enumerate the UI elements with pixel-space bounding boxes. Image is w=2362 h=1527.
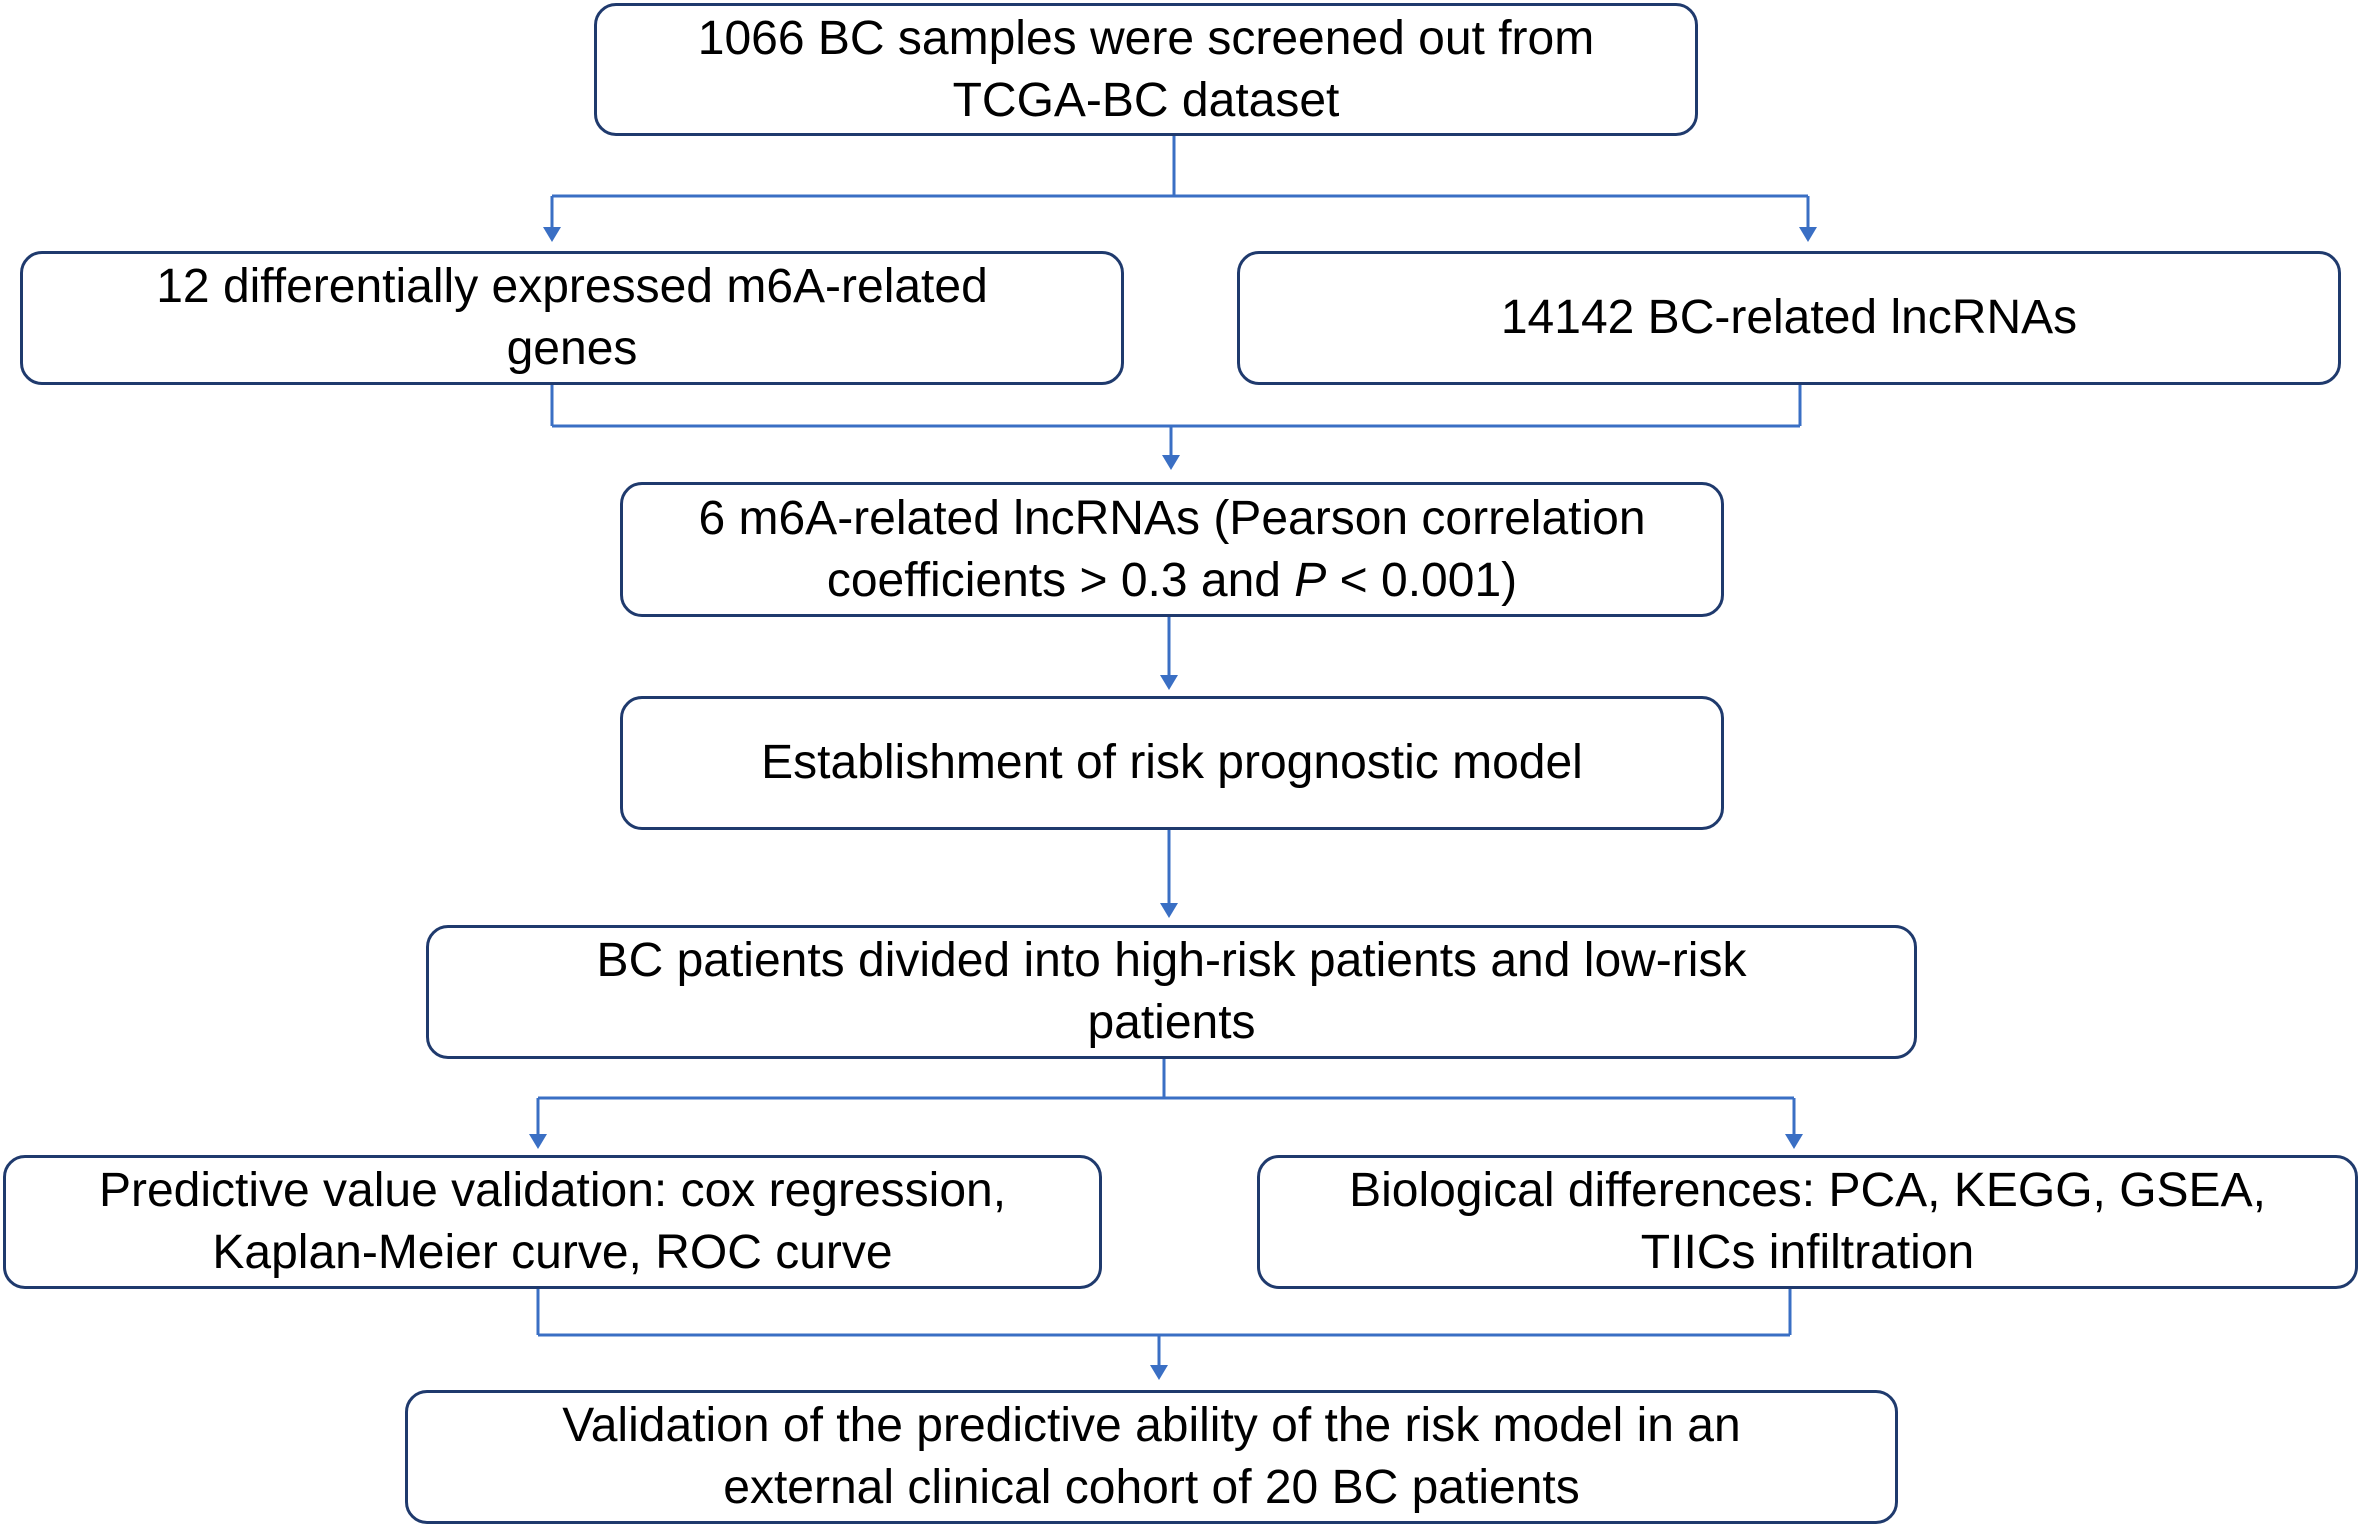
step6b-box: Biological differences: PCA, KEGG, GSEA,… — [1257, 1155, 2358, 1289]
step2a-box: 12 differentially expressed m6A-related … — [20, 251, 1124, 385]
step3-p-symbol: P — [1294, 553, 1327, 607]
step1-box: 1066 BC samples were screened out from T… — [594, 3, 1698, 136]
step3-line2-pre: coefficients > 0.3 and — [826, 553, 1295, 607]
arrowhead-to-step6b — [1785, 1134, 1803, 1149]
step5-line1: BC patients divided into high-risk patie… — [596, 934, 1747, 987]
step2a-line1: 12 differentially expressed m6A-related — [156, 260, 988, 313]
step7-box: Validation of the predictive ability of … — [405, 1390, 1898, 1524]
step6a-box: Predictive value validation: cox regress… — [3, 1155, 1102, 1289]
step3-box: 6 m6A-related lncRNAs (Pearson correlati… — [620, 482, 1724, 617]
step6a-line1: Predictive value validation: cox regress… — [98, 1164, 1007, 1217]
step3-line1: 6 m6A-related lncRNAs (Pearson correlati… — [698, 491, 1646, 545]
step5-box: BC patients divided into high-risk patie… — [426, 925, 1917, 1059]
step5-line2: patients — [1087, 996, 1256, 1049]
arrowhead-to-step2a — [543, 227, 561, 242]
step4-line1: Establishment of risk prognostic model — [761, 736, 1583, 789]
step4-box: Establishment of risk prognostic model — [620, 696, 1724, 830]
arrowhead-to-step4 — [1160, 675, 1178, 690]
step7-line1: Validation of the predictive ability of … — [562, 1399, 1741, 1452]
step2a-line2: genes — [506, 322, 638, 375]
step6b-line2: TIICs infiltration — [1640, 1226, 1975, 1279]
step6b-line1: Biological differences: PCA, KEGG, GSEA, — [1349, 1164, 2266, 1217]
step2b-box: 14142 BC-related lncRNAs — [1237, 251, 2341, 385]
step2b-line1: 14142 BC-related lncRNAs — [1500, 291, 2078, 344]
step6a-line2: Kaplan-Meier curve, ROC curve — [212, 1226, 893, 1279]
arrowhead-to-step7 — [1150, 1365, 1168, 1380]
step1-line1: 1066 BC samples were screened out from — [697, 11, 1595, 65]
arrowhead-to-step2b — [1799, 227, 1817, 242]
arrowhead-to-step6a — [529, 1134, 547, 1149]
step3-line2: coefficients > 0.3 and P < 0.001) — [827, 550, 1517, 612]
step1-line2: TCGA-BC dataset — [952, 73, 1340, 127]
arrowhead-to-step5 — [1160, 903, 1178, 918]
arrowhead-to-step3 — [1162, 455, 1180, 470]
step7-line2: external clinical cohort of 20 BC patien… — [723, 1461, 1580, 1514]
step3-line2-post: < 0.001) — [1326, 553, 1518, 607]
